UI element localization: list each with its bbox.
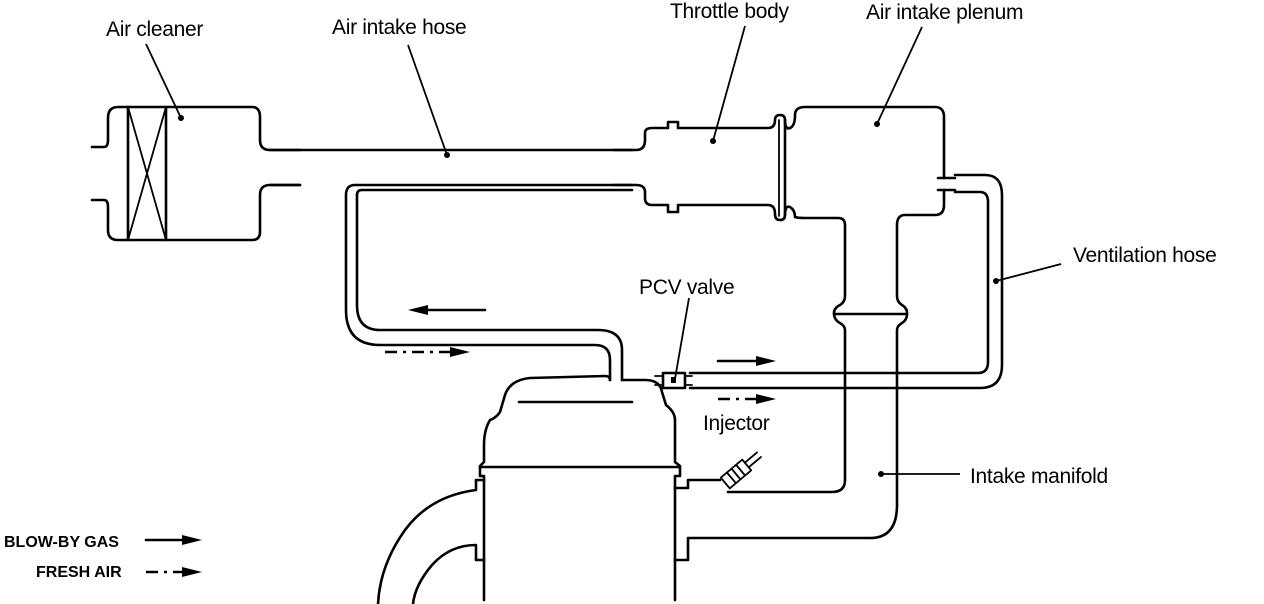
blow-by-arrow-left [408,305,487,315]
intake-manifold-component [726,370,847,494]
dashed-arrow-icon [146,567,202,577]
throttle-body-component [612,113,787,222]
fresh-air-arrow-right [385,347,470,357]
air-intake-hose-component [268,148,634,382]
label-intake-manifold: Intake manifold [970,465,1108,488]
air-intake-plenum-component [783,105,957,374]
label-air-intake-plenum: Air intake plenum [866,1,1023,24]
label-throttle-body: Throttle body [670,0,789,23]
leader-lines [145,25,1062,477]
engine-block-component [376,370,899,604]
legend-fresh-air-label: FRESH AIR [36,564,122,581]
legend: BLOW-BY GAS FRESH AIR [4,534,202,581]
injector-component [719,451,762,490]
label-air-cleaner: Air cleaner [106,18,203,41]
legend-blow-by-label: BLOW-BY GAS [4,534,119,551]
fresh-air-arrow-right-2 [718,394,776,404]
blow-by-arrow-right [716,356,776,366]
label-pcv-valve: PCV valve [639,276,734,299]
solid-arrow-icon [144,535,202,545]
label-injector: Injector [703,412,770,435]
label-ventilation-hose: Ventilation hose [1073,244,1216,267]
flow-arrows [385,305,776,404]
air-cleaner-component [90,105,302,242]
label-air-intake-hose: Air intake hose [332,16,466,39]
